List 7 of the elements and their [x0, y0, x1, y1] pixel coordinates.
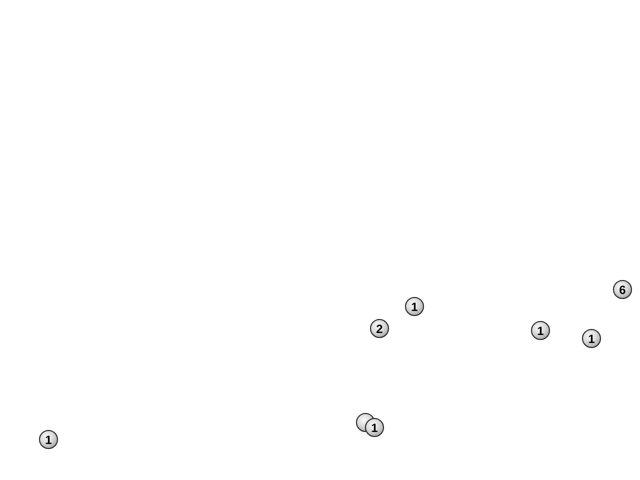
cluster-marker: 1	[531, 321, 550, 340]
cluster-marker: 6	[613, 280, 632, 299]
cluster-marker: 2	[370, 319, 389, 338]
cluster-marker: 1	[365, 418, 384, 437]
cluster-marker: 1	[405, 297, 424, 316]
cluster-marker: 1	[39, 430, 58, 449]
cluster-marker: 1	[582, 329, 601, 348]
